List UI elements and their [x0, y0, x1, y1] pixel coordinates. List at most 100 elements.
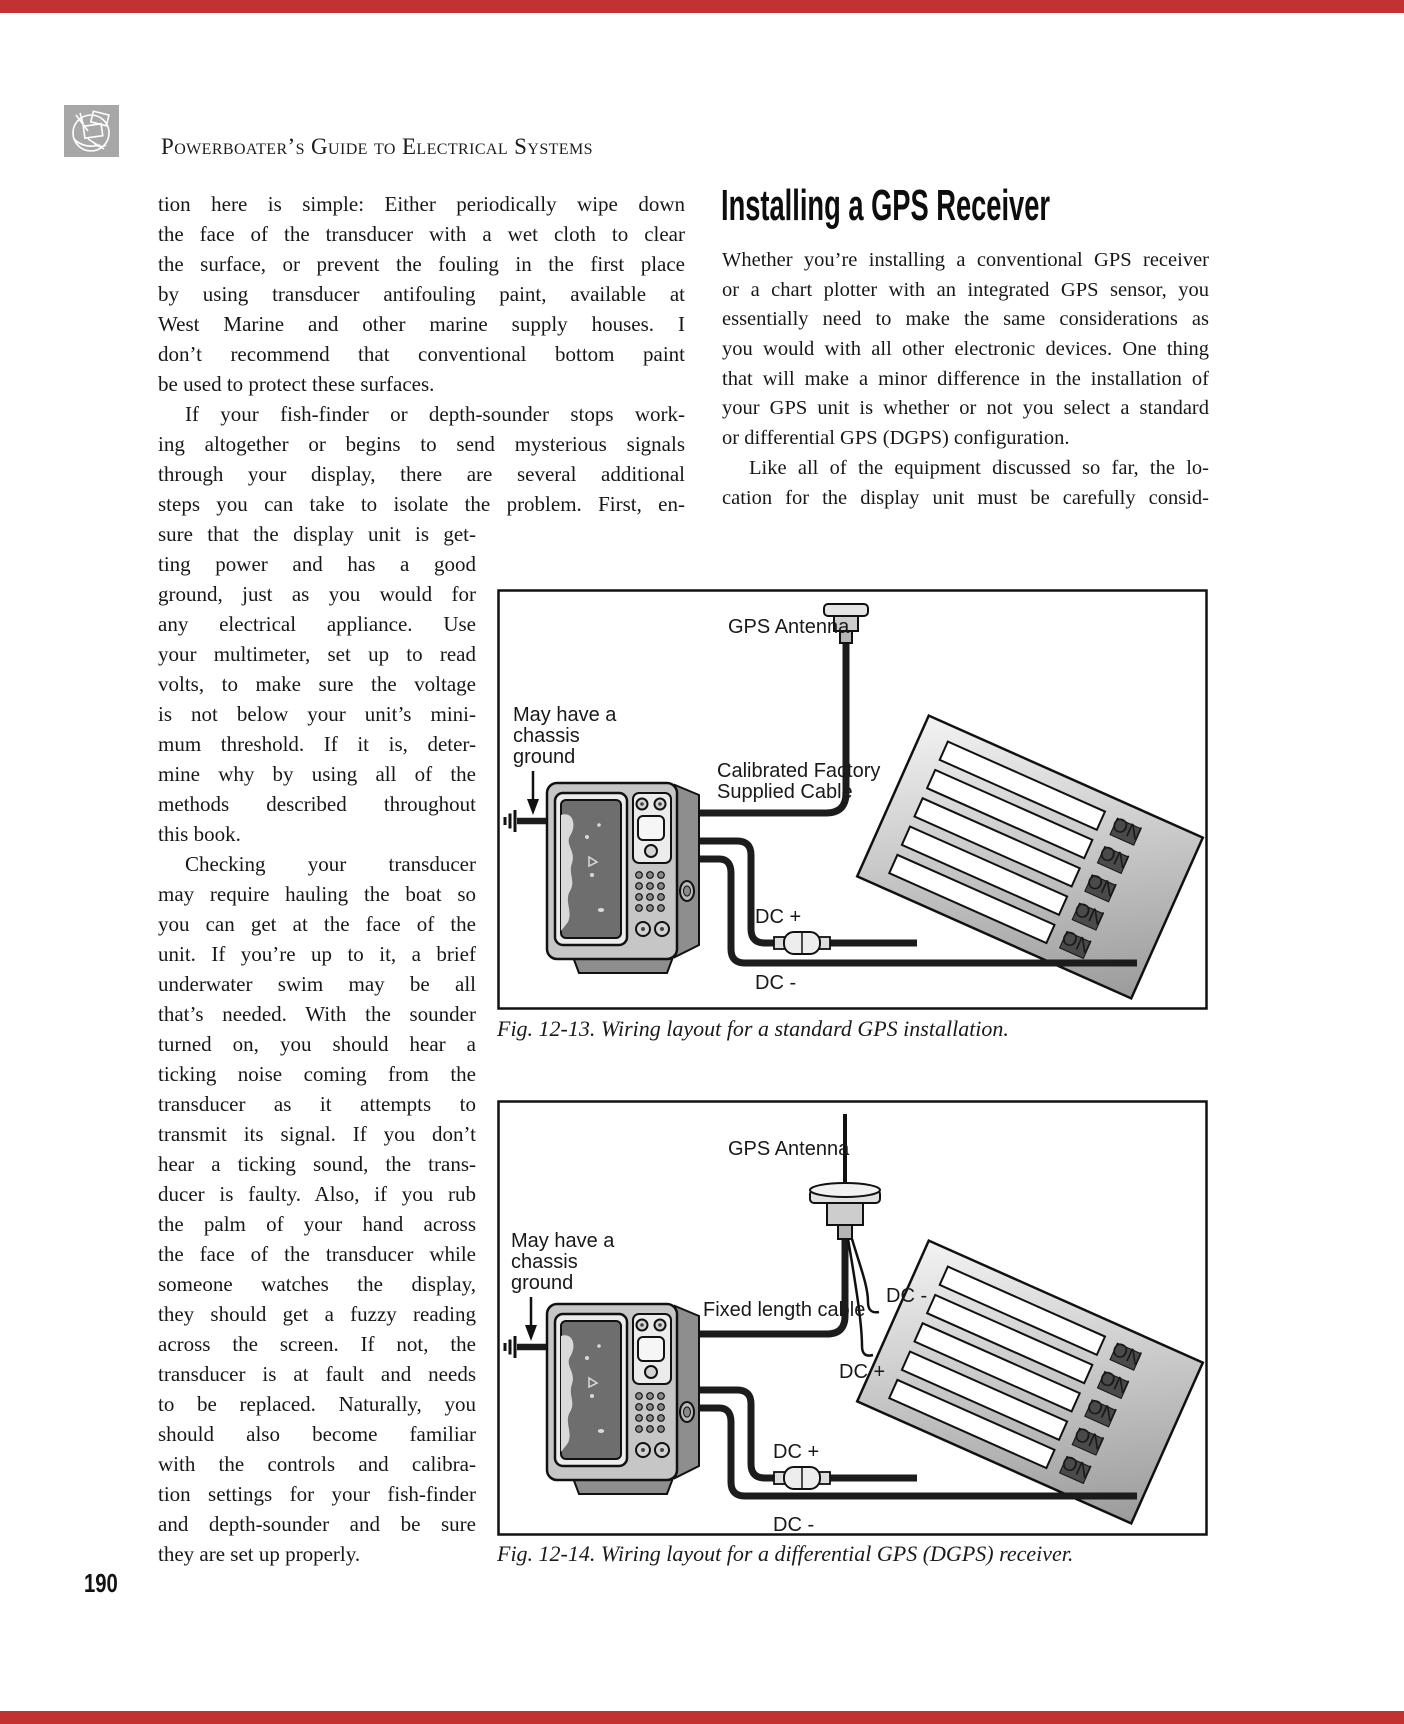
down-arrow-icon	[525, 1297, 537, 1341]
inline-fuse-icon	[773, 1466, 831, 1490]
left-column-wide: tion here is simple: Either periodically…	[158, 189, 685, 519]
running-header: Powerboater’s Guide to Electrical System…	[161, 134, 593, 159]
text-line: or a chart plotter with an integrated GP…	[722, 278, 1209, 301]
text-line: hear a ticking sound, the trans-	[158, 1152, 476, 1176]
text-line: mine why by using all of the	[158, 762, 476, 786]
cable-label: Calibrated Factory	[717, 760, 880, 782]
text-line: they are set up properly.	[158, 1542, 361, 1566]
antenna-cable	[697, 1239, 849, 1338]
text-line: tion settings for your fish-finder	[158, 1482, 476, 1506]
text-line: you would with all other electronic devi…	[722, 338, 1209, 361]
display-unit-icon	[545, 1302, 700, 1495]
text-line: ducer is faulty. Also, if you rub	[158, 1182, 476, 1206]
text-line: that will make a minor difference in the…	[722, 367, 1209, 390]
text-line: and depth-sounder and be sure	[158, 1512, 476, 1536]
dc-plus-cable	[697, 1386, 782, 1482]
text-line: Like all of the equipment discussed so f…	[749, 456, 1209, 479]
antenna-label: GPS Antenna	[728, 616, 850, 638]
text-line: ground, just as you would for	[158, 582, 476, 606]
text-line: West Marine and other marine supply hous…	[158, 312, 685, 336]
text-line: steps you can take to isolate the proble…	[158, 492, 685, 516]
antenna-dc-minus-label: DC -	[886, 1285, 927, 1307]
gps-antenna-icon	[823, 603, 869, 644]
chassis-ground-icon	[503, 810, 549, 832]
text-line: ting power and has a good	[158, 552, 476, 576]
text-line: tion here is simple: Either periodically…	[158, 192, 685, 216]
text-line: the palm of your hand across	[158, 1212, 476, 1236]
display-unit-icon	[545, 781, 700, 974]
dc-plus-label: DC +	[755, 906, 801, 928]
left-column-narrow: sure that the display unit is get-ting p…	[158, 519, 476, 1569]
text-line: transmit its signal. If you don’t	[158, 1122, 476, 1146]
text-line: should also become familiar	[158, 1422, 476, 1446]
svg-text:chassis: chassis	[511, 1251, 578, 1273]
text-line: turned on, you should hear a	[158, 1032, 476, 1056]
text-line: underwater swim may be all	[158, 972, 476, 996]
dc-minus-label: DC -	[755, 972, 796, 994]
breaker-panel-icon: ON ON ON ON ON	[855, 1238, 1205, 1526]
text-line: transducer as it attempts to	[158, 1092, 476, 1116]
antenna-cable	[695, 643, 850, 817]
dc-minus-cable	[697, 1404, 1137, 1500]
text-line: don’t recommend that conventional bottom…	[158, 342, 685, 366]
text-line: this book.	[158, 822, 241, 846]
chassis-ground-label: May have a	[511, 1230, 615, 1252]
text-line: transducer is at fault and needs	[158, 1362, 476, 1386]
top-red-bar	[0, 0, 1404, 13]
text-line: methods described throughout	[158, 792, 476, 816]
breaker-panel-icon: ON ON ON ON ON	[855, 713, 1205, 1001]
antenna-label: GPS Antenna	[728, 1138, 850, 1160]
text-line: ing altogether or begins to send mysteri…	[158, 432, 685, 456]
figure-2-caption: Fig. 12-14. Wiring layout for a differen…	[497, 1541, 1074, 1566]
text-line: that’s needed. With the sounder	[158, 1002, 476, 1026]
gps-antenna-icon	[809, 1114, 881, 1240]
figure-1-caption: Fig. 12-13. Wiring layout for a standard…	[497, 1016, 1009, 1041]
text-line: If your fish-finder or depth-sounder sto…	[185, 402, 685, 426]
down-arrow-icon	[527, 771, 539, 815]
svg-text:ground: ground	[513, 746, 575, 768]
text-line: they should get a fuzzy reading	[158, 1302, 476, 1326]
cable-label: Fixed length cable	[703, 1299, 865, 1321]
figure-standard-gps: ON ON ON ON ON	[497, 589, 1208, 1010]
dc-minus-cable	[697, 855, 1137, 967]
dc-plus-label: DC +	[773, 1441, 819, 1463]
text-line: volts, to make sure the voltage	[158, 672, 476, 696]
figure-dgps: ON ON ON ON ON	[497, 1100, 1208, 1536]
chapter-logo-icon	[64, 105, 119, 157]
svg-text:ground: ground	[511, 1272, 573, 1294]
text-line: Checking your transducer	[185, 852, 476, 876]
chassis-ground-label: May have a	[513, 704, 617, 726]
antenna-dc-minus-wire	[850, 1238, 880, 1314]
text-line: is not below your unit’s mini-	[158, 702, 476, 726]
text-line: mum threshold. If it is, deter-	[158, 732, 476, 756]
text-line: someone watches the display,	[158, 1272, 476, 1296]
antenna-dc-plus-wire	[846, 1238, 874, 1357]
right-column-text: Whether you’re installing a conventional…	[722, 246, 1209, 513]
bottom-red-bar	[0, 1711, 1404, 1724]
chassis-ground-icon	[503, 1336, 549, 1358]
text-line: through your display, there are several …	[158, 462, 685, 486]
text-line: the face of the transducer with a wet cl…	[158, 222, 685, 246]
text-line: you can get at the face of the	[158, 912, 476, 936]
text-line: the surface, or prevent the fouling in t…	[158, 252, 685, 276]
inline-fuse-icon	[773, 931, 831, 955]
text-line: may require hauling the boat so	[158, 882, 476, 906]
text-line: the face of the transducer while	[158, 1242, 476, 1266]
dc-minus-label: DC -	[773, 1514, 814, 1536]
text-line: with the controls and calibra-	[158, 1452, 476, 1476]
text-line: any electrical appliance. Use	[158, 612, 476, 636]
text-line: ticking noise coming from the	[158, 1062, 476, 1086]
text-line: be used to protect these surfaces.	[158, 372, 435, 396]
svg-text:chassis: chassis	[513, 725, 580, 747]
text-line: your GPS unit is whether or not you sele…	[722, 397, 1209, 420]
text-line: across the screen. If not, the	[158, 1332, 476, 1356]
text-line: your multimeter, set up to read	[158, 642, 476, 666]
dc-plus-cable	[697, 837, 782, 947]
text-line: to be replaced. Naturally, you	[158, 1392, 476, 1416]
antenna-dc-plus-label: DC +	[839, 1361, 885, 1383]
svg-text:Supplied Cable: Supplied Cable	[717, 781, 853, 803]
text-line: essentially need to make the same consid…	[722, 308, 1209, 331]
text-line: or differential GPS (DGPS) configuration…	[722, 427, 1070, 450]
text-line: by using transducer antifouling paint, a…	[158, 282, 685, 306]
